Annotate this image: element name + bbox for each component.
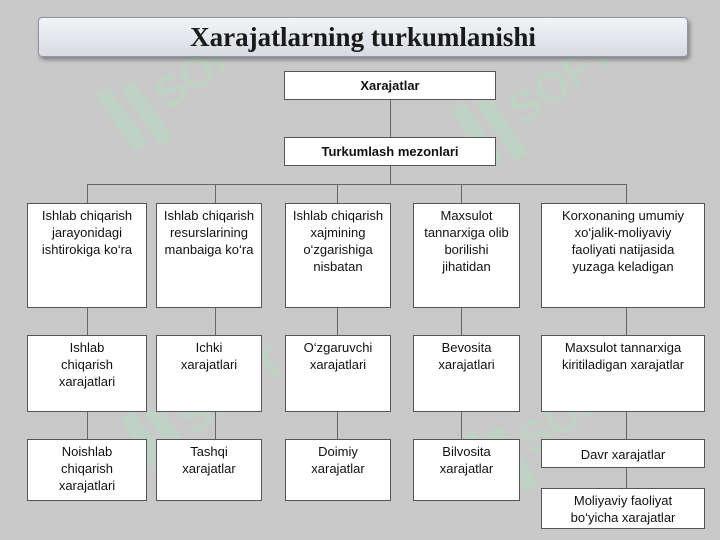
category-box: Korxonaning umumiy xo‘jalik-moliyaviy fa… — [541, 203, 705, 308]
connector — [626, 467, 627, 488]
connector — [215, 307, 216, 335]
category-box: Ishlab chiqarish jarayonidagi ishtirokig… — [27, 203, 147, 308]
connector — [461, 307, 462, 335]
connector — [461, 184, 462, 203]
expense-type-box: Tashqi xarajatlar — [156, 439, 262, 501]
expense-type-box: Maxsulot tannarxiga kiritiladigan xaraja… — [541, 335, 705, 412]
expense-type-box: Moliyaviy faoliyat bo‘yicha xarajatlar — [541, 488, 705, 529]
connector — [390, 165, 391, 185]
expense-type-box: Bilvosita xarajatlar — [413, 439, 520, 501]
page-title: Xarajatlarning turkumlanishi — [190, 22, 536, 52]
root-label: Xarajatlar — [360, 78, 420, 93]
connector — [390, 99, 391, 138]
connector — [87, 307, 88, 335]
category-box: Ishlab chiqarish resurslarining manbaiga… — [156, 203, 262, 308]
title-banner: Xarajatlarning turkumlanishi — [38, 17, 688, 57]
connector — [626, 411, 627, 439]
connector — [337, 184, 338, 203]
expense-type-box: Ishlab chiqarish xarajatlari — [27, 335, 147, 412]
expense-type-box: Davr xarajatlar — [541, 439, 705, 468]
connector — [87, 184, 88, 203]
connector — [87, 184, 627, 185]
connector — [215, 411, 216, 439]
connector — [87, 411, 88, 439]
criteria-label: Turkumlash mezonlari — [321, 144, 459, 159]
expense-type-box: Bevosita xarajatlari — [413, 335, 520, 412]
category-box: Maxsulot tannarxiga olib borilishi jihat… — [413, 203, 520, 308]
category-box: Ishlab chiqarish xajmining o‘zgarishiga … — [285, 203, 391, 308]
expense-type-box: O‘zgaruvchi xarajatlari — [285, 335, 391, 412]
connector — [337, 411, 338, 439]
root-node: Xarajatlar — [284, 71, 496, 100]
connector — [215, 184, 216, 203]
connector — [337, 307, 338, 335]
connector — [626, 307, 627, 335]
expense-type-box: Noishlab chiqarish xarajatlari — [27, 439, 147, 501]
expense-type-box: Ichki xarajatlari — [156, 335, 262, 412]
connector — [461, 411, 462, 439]
connector — [626, 184, 627, 203]
criteria-node: Turkumlash mezonlari — [284, 137, 496, 166]
expense-type-box: Doimiy xarajatlar — [285, 439, 391, 501]
